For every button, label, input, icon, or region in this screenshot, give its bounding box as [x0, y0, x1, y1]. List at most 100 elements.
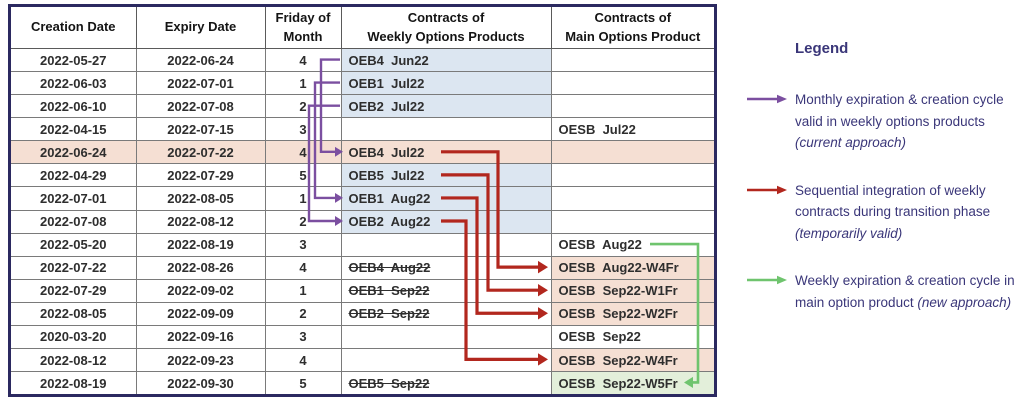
legend-item-text: Sequential integration of weekly contrac…	[795, 182, 991, 241]
creation-date-cell: 2022-07-01	[11, 186, 137, 211]
legend-green-arrow-icon	[747, 275, 787, 285]
header-main-contracts: Contracts of Main Options Product	[550, 7, 714, 49]
main-contract-cell	[550, 140, 714, 165]
weekly-contract-cell: OEB4 Aug22	[340, 255, 552, 280]
header-friday-of-month: Friday of Month	[264, 7, 342, 49]
main-contract-cell: OESB Jul22	[550, 117, 714, 142]
main-contract-cell: OESB Sep22-W4Fr	[550, 348, 714, 373]
creation-date-cell: 2022-06-24	[11, 140, 137, 165]
weekly-contract-cell	[340, 324, 552, 350]
weekly-contract-cell: OEB1 Sep22	[340, 278, 552, 303]
friday-of-month-cell: 1	[264, 71, 342, 96]
creation-date-cell: 2022-06-10	[11, 94, 137, 119]
creation-date-cell: 2022-08-19	[11, 371, 137, 394]
legend: Legend Monthly expiration & creation cyc…	[746, 40, 1020, 339]
table-header-row: Creation Date Expiry Date Friday of Mont…	[11, 7, 714, 49]
legend-items: Monthly expiration & creation cycle vali…	[746, 89, 1020, 313]
main-contract-cell	[550, 94, 714, 119]
weekly-contract-cell: OEB2 Aug22	[340, 209, 552, 234]
weekly-contract-cell: OEB4 Jun22	[340, 47, 552, 73]
weekly-contract-cell: OEB1 Aug22	[340, 186, 552, 211]
legend-item-red: Sequential integration of weekly contrac…	[746, 180, 1020, 245]
main-contract-cell	[550, 47, 714, 73]
contracts-table: Creation Date Expiry Date Friday of Mont…	[11, 7, 714, 394]
legend-item-green: Weekly expiration & creation cycle in ma…	[746, 270, 1020, 313]
main-contract-cell	[550, 209, 714, 234]
expiry-date-cell: 2022-07-15	[135, 117, 266, 142]
header-creation-date: Creation Date	[11, 7, 137, 49]
header-expiry-date: Expiry Date	[135, 7, 266, 49]
legend-item-text: Weekly expiration & creation cycle in ma…	[795, 273, 1015, 310]
friday-of-month-cell: 4	[264, 348, 342, 373]
main-contract-cell: OESB Aug22-W4Fr	[550, 255, 714, 280]
weekly-contract-cell: OEB2 Jul22	[340, 94, 552, 119]
friday-of-month-cell: 4	[264, 255, 342, 280]
creation-date-cell: 2022-08-12	[11, 348, 137, 373]
expiry-date-cell: 2022-07-29	[135, 163, 266, 188]
friday-of-month-cell: 2	[264, 301, 342, 326]
friday-of-month-cell: 1	[264, 278, 342, 303]
creation-date-cell: 2022-04-15	[11, 117, 137, 142]
friday-of-month-cell: 5	[264, 163, 342, 188]
main-contract-cell	[550, 71, 714, 96]
creation-date-cell: 2022-06-03	[11, 71, 137, 96]
weekly-contract-cell: OEB2 Sep22	[340, 301, 552, 326]
creation-date-cell: 2022-08-05	[11, 301, 137, 326]
legend-title: Legend	[795, 40, 849, 57]
expiry-date-cell: 2022-08-05	[135, 186, 266, 211]
creation-date-cell: 2022-07-29	[11, 278, 137, 303]
main-contract-cell: OESB Sep22-W5Fr	[550, 371, 714, 394]
legend-item-text: Monthly expiration & creation cycle vali…	[795, 92, 1004, 150]
main-contract-cell: OESB Sep22	[550, 324, 714, 350]
expiry-date-cell: 2022-09-23	[135, 348, 266, 373]
creation-date-cell: 2022-04-29	[11, 163, 137, 188]
weekly-contract-cell: OEB5 Jul22	[340, 163, 552, 188]
expiry-date-cell: 2022-06-24	[135, 47, 266, 73]
weekly-contract-cell	[340, 348, 552, 373]
main-contract-cell	[550, 186, 714, 211]
expiry-date-cell: 2022-09-16	[135, 324, 266, 350]
creation-date-cell: 2022-05-27	[11, 47, 137, 73]
friday-of-month-cell: 2	[264, 209, 342, 234]
expiry-date-cell: 2022-07-01	[135, 71, 266, 96]
expiry-date-cell: 2022-07-22	[135, 140, 266, 165]
expiry-date-cell: 2022-09-30	[135, 371, 266, 394]
expiry-date-cell: 2022-09-09	[135, 301, 266, 326]
weekly-contract-cell: OEB5 Sep22	[340, 371, 552, 394]
friday-of-month-cell: 4	[264, 47, 342, 73]
weekly-contract-cell	[340, 232, 552, 257]
legend-red-arrow-icon	[747, 185, 787, 194]
expiry-date-cell: 2022-08-12	[135, 209, 266, 234]
weekly-contract-cell: OEB4 Jul22	[340, 140, 552, 165]
creation-date-cell: 2022-07-08	[11, 209, 137, 234]
friday-of-month-cell: 4	[264, 140, 342, 165]
main-contract-cell: OESB Aug22	[550, 232, 714, 257]
main-contract-cell: OESB Sep22-W1Fr	[550, 278, 714, 303]
legend-item-purple: Monthly expiration & creation cycle vali…	[746, 89, 1020, 154]
creation-date-cell: 2022-05-20	[11, 232, 137, 257]
friday-of-month-cell: 1	[264, 186, 342, 211]
friday-of-month-cell: 5	[264, 371, 342, 394]
friday-of-month-cell: 2	[264, 94, 342, 119]
creation-date-cell: 2022-07-22	[11, 255, 137, 280]
friday-of-month-cell: 3	[264, 324, 342, 350]
expiry-date-cell: 2022-08-19	[135, 232, 266, 257]
weekly-contract-cell	[340, 117, 552, 142]
friday-of-month-cell: 3	[264, 232, 342, 257]
creation-date-cell: 2020-03-20	[11, 324, 137, 350]
